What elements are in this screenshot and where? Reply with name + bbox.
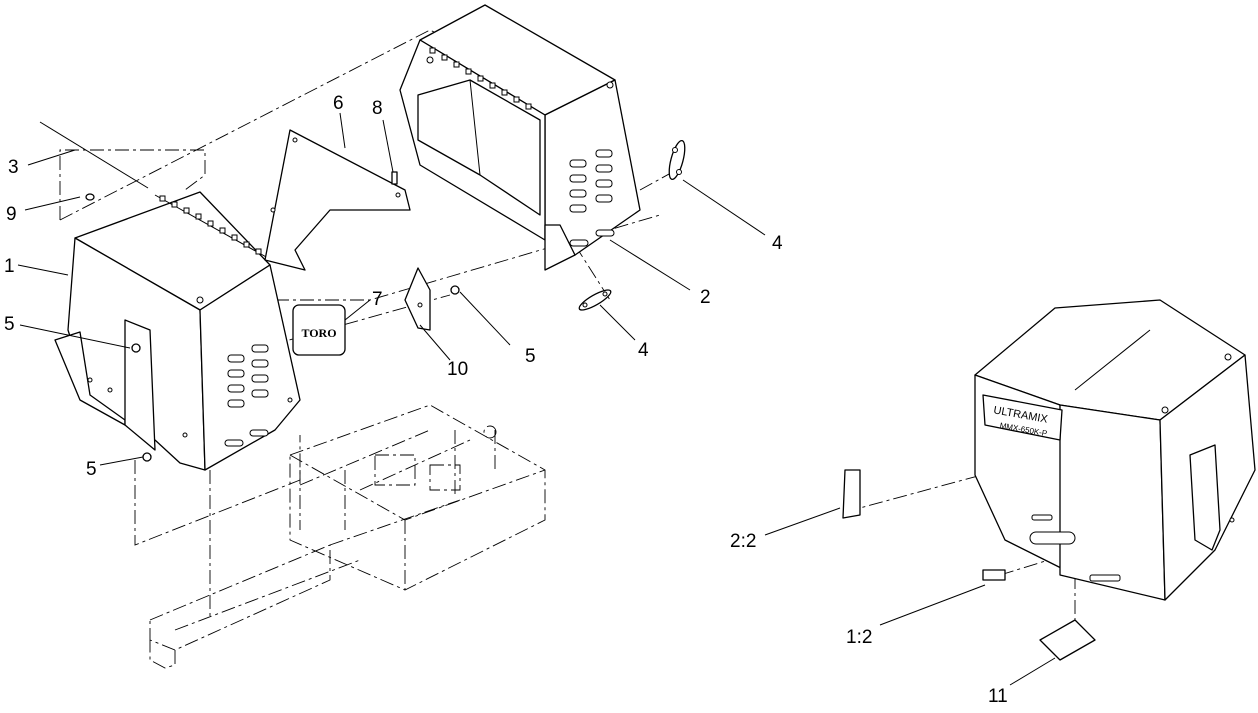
callout-5-lower: 5 [86,459,97,480]
callout-8: 8 [372,98,383,119]
toro-badge-part-7: TORO [292,304,346,356]
link-part-4-lower [578,289,612,311]
callout-4-lower: 4 [638,340,649,361]
bolt-part-5-lower [142,452,152,462]
shield-plate-part-6 [264,129,411,271]
toro-logo-text: TORO [301,326,336,340]
decal-part-11 [1039,619,1096,661]
chassis-frame [149,404,546,669]
bolt-part-5-bracket [450,285,460,295]
link-part-4-upper [668,139,686,181]
callout-9: 9 [6,204,17,225]
bracket-part-10 [404,267,431,331]
callout-4-upper: 4 [772,233,783,254]
callout-7: 7 [372,289,383,310]
callout-6: 6 [333,93,344,114]
assembled-cover: ULTRAMIX MMX-650K-P [974,299,1256,601]
callout-1: 1 [4,256,15,277]
vent-slots-left [224,344,269,447]
rod-part-3 [39,121,149,189]
callouts: 3 9 1 5 5 6 8 7 10 5 4 2 4 2:2 1:2 11 [4,93,1008,707]
callout-3: 3 [8,157,19,178]
callout-2-2: 2:2 [730,531,756,552]
callout-2: 2 [700,287,711,308]
bolt-part-5-upper [131,343,141,353]
callout-10: 10 [447,359,468,380]
pin-part-9 [85,193,95,201]
hinge-teeth-right [429,47,532,110]
ultramix-decal: ULTRAMIX MMX-650K-P [982,394,1063,441]
vent-slots-right [569,149,615,247]
clip-part-8 [391,171,398,185]
callout-5-upper: 5 [4,314,15,335]
leader-lines [17,112,1056,686]
callout-5-bracket: 5 [525,346,536,367]
hinge-teeth-left [159,195,262,255]
callout-1-2: 1:2 [846,627,872,648]
decal-part-1-2 [982,569,1006,581]
callout-11: 11 [988,686,1008,707]
cover-left-part-1 [54,191,301,471]
cover-right-part-2 [399,4,641,271]
decal-part-2-2 [842,469,861,519]
